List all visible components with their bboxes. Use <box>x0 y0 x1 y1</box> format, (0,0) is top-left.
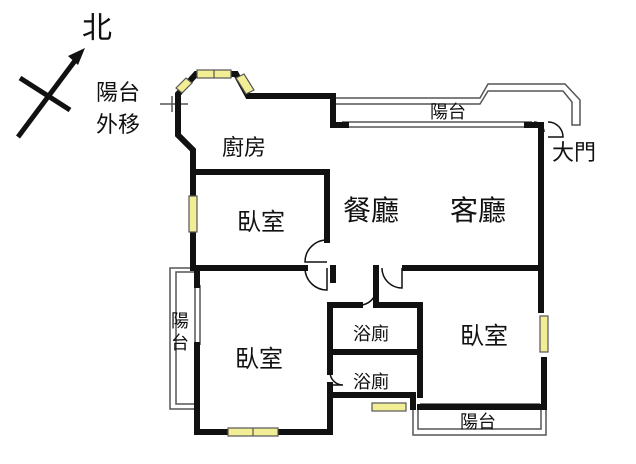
top-balcony-outline <box>333 83 581 126</box>
north-arrow-head-icon <box>68 48 85 65</box>
door-swing-bath-2 <box>329 371 344 386</box>
door-swing-main <box>547 121 564 138</box>
door-swing-bedroom-1 <box>304 239 328 263</box>
window-bedroom-3-right <box>539 315 549 353</box>
door-swing-balcony <box>533 121 545 133</box>
label-balcony-left-2: 台 <box>171 333 189 354</box>
window-bay-right <box>235 73 255 95</box>
door-swing-bath-1 <box>359 288 377 306</box>
window-bay-left <box>175 77 193 94</box>
kitchen-bay-wall <box>175 71 336 266</box>
label-bedroom-2: 臥室 <box>235 345 283 373</box>
label-balcony-bottom: 陽台 <box>460 412 496 433</box>
bottom-balcony-outline <box>412 407 547 436</box>
label-bedroom-1: 臥室 <box>237 208 285 236</box>
door-swing-bedroom-2 <box>304 267 328 291</box>
bottom-wall <box>194 342 333 435</box>
label-balcony-moved-2: 外移 <box>96 113 140 138</box>
label-bedroom-3: 臥室 <box>460 322 508 350</box>
right-wall-lower <box>417 357 547 410</box>
label-dining: 餐廳 <box>343 194 399 227</box>
label-balcony-moved: 陽台 <box>96 81 140 106</box>
label-balcony-top: 陽台 <box>430 102 466 123</box>
north-arrow-crossbar <box>18 75 72 113</box>
label-living: 客廳 <box>450 194 506 227</box>
label-bath-2: 浴廁 <box>353 371 389 393</box>
label-balcony-left-1: 陽 <box>171 311 189 332</box>
kitchen-bedroom-wall <box>190 169 330 243</box>
kitchen-bay-window <box>175 69 255 95</box>
label-main-door: 大門 <box>552 141 596 166</box>
left-balcony-outline <box>169 267 197 410</box>
windows <box>175 69 549 437</box>
door-swing-bedroom-3 <box>381 267 403 289</box>
north-arrow: 北 <box>15 11 112 139</box>
room-labels: 陽台 外移 廚房 陽台 大門 餐廳 客廳 臥室 臥室 臥室 浴廁 浴廁 陽 台 … <box>96 81 596 433</box>
balcony-outlines <box>160 83 581 436</box>
window-bedroom-1-left <box>188 195 198 233</box>
label-bath-1: 浴廁 <box>353 323 389 345</box>
bath-walls <box>327 302 423 398</box>
window-bath-2-bottom <box>371 402 407 412</box>
top-right-wall-2 <box>524 122 544 313</box>
door-swings <box>304 121 564 386</box>
label-kitchen: 廚房 <box>222 136 266 161</box>
north-label: 北 <box>82 11 112 46</box>
bottom-right-wall <box>327 392 416 410</box>
walls <box>175 71 547 435</box>
